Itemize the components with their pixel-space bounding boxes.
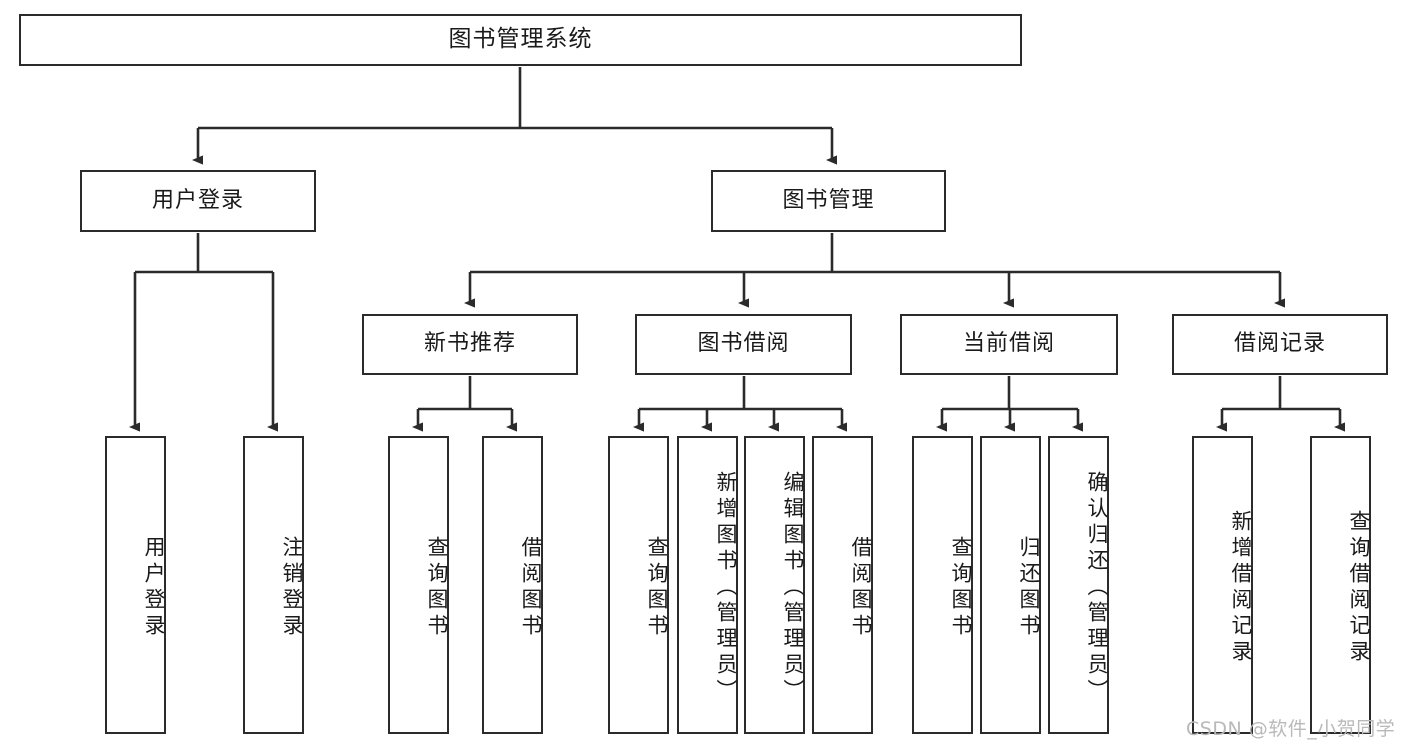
node-label: 查询图书 — [425, 536, 449, 640]
node-label: 编辑图书（管理员） — [781, 471, 805, 705]
node-label: 查询借阅记录 — [1347, 510, 1371, 666]
node-leaf-query-borrow-record[interactable]: 查询借阅记录 — [1310, 436, 1371, 734]
node-label: 当前借阅 — [962, 331, 1055, 357]
watermark-text: CSDN @软件_小贺同学 — [1186, 718, 1396, 740]
node-label: 查询图书 — [645, 536, 669, 640]
node-leaf-query-book-borrow[interactable]: 查询图书 — [608, 436, 669, 734]
node-leaf-logout[interactable]: 注销登录 — [243, 436, 304, 734]
node-leaf-borrow-book[interactable]: 借阅图书 — [812, 436, 873, 734]
node-label: 注销登录 — [280, 536, 304, 640]
node-leaf-add-book-admin[interactable]: 新增图书（管理员） — [677, 436, 738, 734]
node-label: 图书管理 — [782, 187, 875, 213]
node-label: 用户登录 — [151, 187, 244, 213]
node-label: 借阅图书 — [519, 536, 543, 640]
node-label: 新增借阅记录 — [1229, 510, 1253, 666]
node-user-login[interactable]: 用户登录 — [80, 170, 316, 232]
node-leaf-query-book-recommend[interactable]: 查询图书 — [388, 436, 449, 734]
node-borrow-record[interactable]: 借阅记录 — [1172, 314, 1388, 375]
node-label: 归还图书 — [1017, 536, 1041, 640]
node-root-book-management-system[interactable]: 图书管理系统 — [19, 14, 1022, 66]
node-book-management[interactable]: 图书管理 — [711, 170, 946, 232]
node-leaf-borrow-book-recommend[interactable]: 借阅图书 — [482, 436, 543, 734]
node-leaf-return-book[interactable]: 归还图书 — [980, 436, 1041, 734]
node-label: 新书推荐 — [423, 331, 516, 357]
node-leaf-query-book-current[interactable]: 查询图书 — [912, 436, 973, 734]
node-label: 借阅记录 — [1233, 331, 1326, 357]
node-leaf-user-login[interactable]: 用户登录 — [105, 436, 166, 734]
node-label: 用户登录 — [142, 536, 166, 640]
node-leaf-confirm-return-admin[interactable]: 确认归还（管理员） — [1048, 436, 1109, 734]
node-new-book-recommend[interactable]: 新书推荐 — [362, 314, 578, 375]
node-label: 图书借阅 — [697, 331, 790, 357]
node-current-borrow[interactable]: 当前借阅 — [900, 314, 1118, 375]
node-leaf-add-borrow-record[interactable]: 新增借阅记录 — [1192, 436, 1253, 734]
node-label: 图书管理系统 — [448, 26, 593, 53]
node-label: 新增图书（管理员） — [714, 471, 738, 705]
node-label: 查询图书 — [949, 536, 973, 640]
node-label: 确认归还（管理员） — [1085, 471, 1109, 705]
node-leaf-edit-book-admin[interactable]: 编辑图书（管理员） — [744, 436, 805, 734]
node-book-borrow[interactable]: 图书借阅 — [635, 314, 852, 375]
node-label: 借阅图书 — [849, 536, 873, 640]
